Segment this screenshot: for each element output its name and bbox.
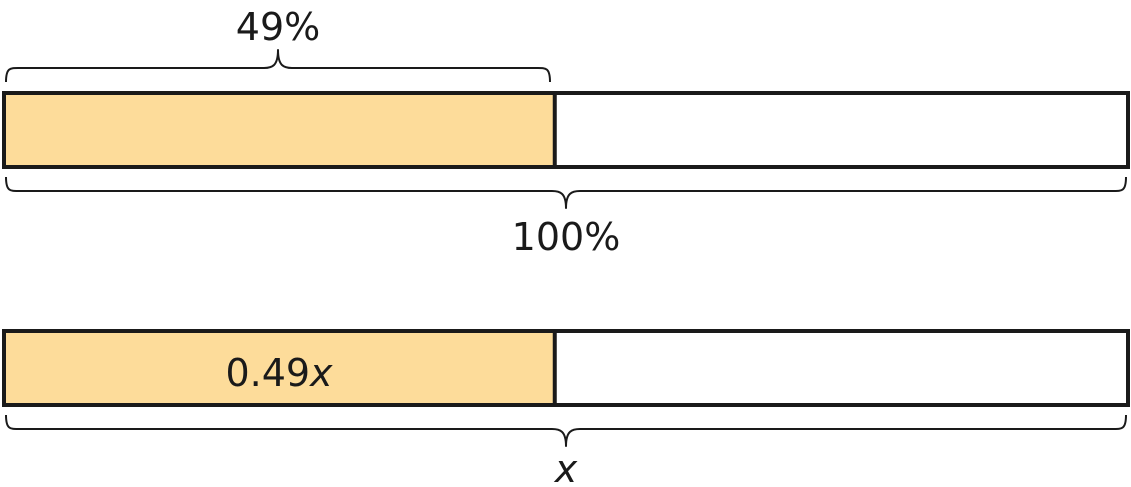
top-part-brace xyxy=(5,49,551,83)
bottom-tape-outline xyxy=(2,329,1130,407)
bottom-whole-label: x xyxy=(554,447,578,487)
top-tape-model: 49% 100% xyxy=(2,5,1130,259)
top-whole-brace xyxy=(5,176,1127,209)
top-tape-outline xyxy=(2,91,1130,169)
bottom-whole-brace xyxy=(5,414,1127,447)
bottom-shaded-segment xyxy=(4,331,555,405)
top-part-label: 49% xyxy=(236,5,320,49)
bottom-part-label-variable: x xyxy=(309,351,333,395)
top-shaded-segment xyxy=(4,93,555,167)
bottom-part-label-number: 0.49 xyxy=(225,351,310,395)
bottom-part-label: 0.49x xyxy=(225,351,333,395)
top-whole-label: 100% xyxy=(512,215,621,259)
bottom-tape-model: 0.49x x xyxy=(2,329,1130,487)
